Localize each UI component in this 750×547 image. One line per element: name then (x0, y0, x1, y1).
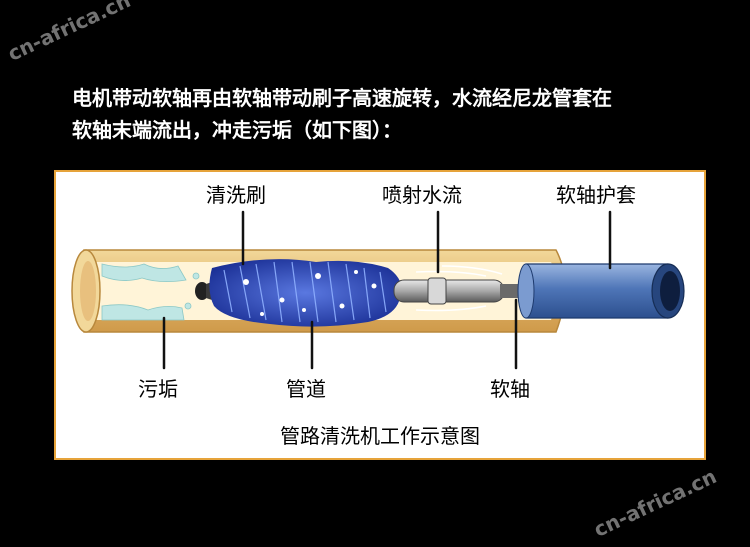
dirt-deposit (101, 263, 200, 321)
label-dirt: 污垢 (138, 377, 178, 401)
water-jet (415, 265, 503, 312)
leader-lines (162, 210, 612, 370)
diagram-caption: 管路清洗机工作示意图 (280, 424, 480, 448)
watermark-top: cn-africa.cn (4, 0, 135, 66)
label-water-jet: 喷射水流 (382, 183, 462, 207)
description-text: 电机带动软轴再由软轴带动刷子高速旋转，水流经尼龙管套在 软轴末端流出，冲走污垢（… (72, 82, 722, 146)
label-flexible-shaft: 软轴 (490, 377, 530, 401)
diagram-panel: 清洗刷 喷射水流 软轴护套 污垢 管道 软轴 管路清洗机工作示意图 (54, 170, 706, 460)
description-line-1: 电机带动软轴再由软轴带动刷子高速旋转，水流经尼龙管套在 (72, 86, 612, 110)
label-pipe: 管道 (286, 377, 326, 401)
cleaning-brush (209, 259, 402, 327)
label-shaft-sheath: 软轴护套 (556, 183, 636, 207)
label-brush: 清洗刷 (206, 183, 266, 207)
watermark-bottom: cn-africa.cn (590, 464, 721, 542)
shaft-sheath (517, 263, 685, 319)
pipe-cleaner-diagram: 清洗刷 喷射水流 软轴护套 污垢 管道 软轴 (71, 183, 685, 401)
description-line-2: 软轴末端流出，冲走污垢（如下图）： (72, 118, 402, 142)
